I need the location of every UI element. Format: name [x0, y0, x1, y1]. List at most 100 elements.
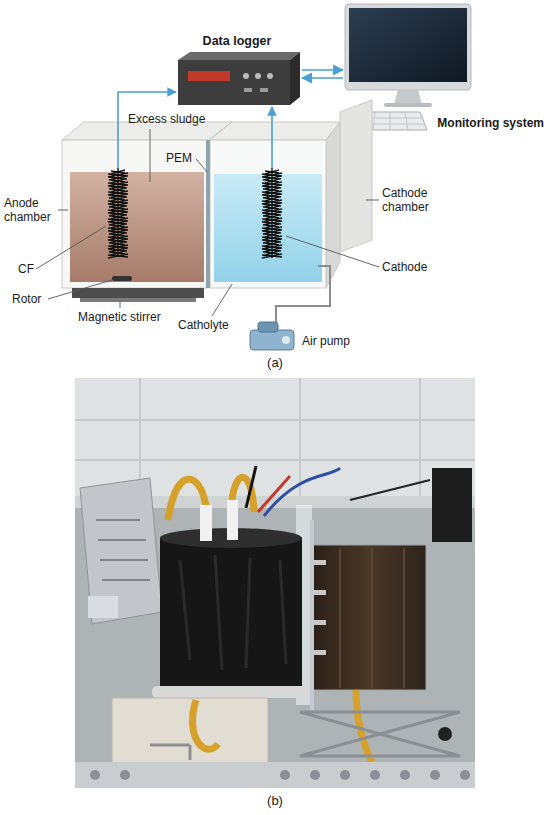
- part-label: Cathode chamber: [382, 186, 446, 214]
- carbon-brush: [108, 168, 128, 258]
- data-logger-device-part: [244, 88, 252, 92]
- apparatus-photo-part-part: [310, 770, 320, 780]
- monitor-drawing-part: [384, 103, 432, 107]
- apparatus-photo-part: [438, 727, 452, 741]
- anode-chamber-drawing-part: [62, 140, 208, 288]
- air-pump-drawing-part: [258, 322, 278, 332]
- apparatus-photo-part: [200, 505, 212, 541]
- apparatus-photo-part: [432, 468, 472, 542]
- part-label: Excess sludge: [128, 112, 205, 126]
- monitor-drawing-part: [349, 8, 467, 82]
- apparatus-photo-part-part: [340, 770, 350, 780]
- leader-lines-part: [58, 210, 68, 211]
- apparatus-photo-part: [312, 545, 426, 690]
- anode-chamber-drawing-part: [112, 276, 132, 281]
- data-link: [302, 70, 343, 78]
- apparatus-photo-part: [150, 745, 190, 760]
- device-label: Monitoring system: [437, 116, 544, 130]
- part-label: Rotor: [12, 292, 41, 306]
- cathode-chamber-drawing-part: [210, 140, 326, 288]
- apparatus-photo-part: [160, 538, 302, 688]
- apparatus-photo-part: [88, 596, 118, 618]
- panel-label: (b): [255, 794, 295, 808]
- anode-chamber-drawing: [62, 122, 232, 302]
- apparatus-photo-part-part: [120, 770, 130, 780]
- apparatus-photo-part: [314, 590, 326, 595]
- cathode-chamber-drawing-part: [206, 140, 210, 288]
- cathode-chamber-drawing-part: [210, 122, 340, 140]
- anode-chamber-drawing-part: [80, 298, 196, 302]
- apparatus-photo: [75, 378, 475, 788]
- apparatus-photo-part: [193, 700, 218, 749]
- apparatus-photo-part: [80, 478, 162, 624]
- part-label: Anode chamber: [4, 196, 58, 224]
- data-logger-device-part: [243, 73, 249, 79]
- part-label: Magnetic stirrer: [78, 310, 161, 324]
- link-line: [302, 77, 343, 79]
- apparatus-photo-part: [314, 650, 326, 655]
- anode-chamber-drawing-part: [70, 172, 204, 282]
- electrode-wires-part: [271, 107, 273, 168]
- apparatus-photo-part: [90, 770, 470, 780]
- apparatus-photo-part: [350, 480, 430, 500]
- apparatus-photo-part: [310, 520, 314, 710]
- air-pump-drawing-part: [250, 330, 294, 350]
- data-logger-device-part: [178, 52, 300, 60]
- cathode-chamber-drawing-part: [326, 122, 340, 288]
- apparatus-photo-part-part: [280, 770, 290, 780]
- apparatus-photo-part: [300, 712, 460, 756]
- device-label: Data logger: [172, 34, 302, 48]
- data-logger-device-part: [188, 71, 230, 81]
- apparatus-photo-part: [314, 560, 326, 565]
- leader-lines: [36, 129, 379, 316]
- apparatus-photo-part-part: [370, 770, 380, 780]
- leader-lines-part: [36, 226, 106, 269]
- part-label: Cathode: [382, 260, 427, 274]
- apparatus-photo-part: [75, 378, 475, 788]
- part-label: PEM: [166, 151, 192, 165]
- computer-node: Monitoring system: [343, 2, 546, 134]
- apparatus-photo-part: [180, 555, 286, 670]
- data-logger-device-part: [260, 88, 268, 92]
- apparatus-photo-part: [356, 690, 372, 762]
- carbon-brush-part: [262, 168, 282, 258]
- apparatus-photo-part: [314, 620, 326, 625]
- electrode-wires: [118, 92, 272, 168]
- panel-label: (a): [255, 356, 295, 370]
- part-label: CF: [18, 262, 34, 276]
- leader-lines-part: [212, 284, 232, 316]
- cathode-chamber-drawing-part: [340, 100, 372, 252]
- monitor-drawing-part: [345, 4, 471, 90]
- anode-chamber-drawing-part: [72, 288, 204, 298]
- data-logger-device: [178, 52, 300, 105]
- part-label: Air pump: [302, 334, 350, 348]
- apparatus-photo-part: [246, 466, 256, 508]
- apparatus-photo-part-part: [460, 770, 470, 780]
- carbon-brush: [262, 168, 282, 258]
- leader-lines-part: [120, 301, 121, 308]
- leader-lines-part: [48, 280, 112, 299]
- part-label: Catholyte: [178, 318, 229, 332]
- leader-lines-part: [150, 129, 151, 182]
- data-logger-device-part: [255, 73, 261, 79]
- apparatus-photo-part-part: [90, 770, 100, 780]
- apparatus-photo-part: [340, 548, 404, 688]
- monitor-drawing-part: [394, 90, 422, 104]
- apparatus-photo-part: [152, 686, 308, 698]
- apparatus-photo-part: [75, 762, 475, 788]
- data-logger-device-part: [290, 52, 300, 105]
- data-logger-device-part: [178, 60, 290, 105]
- apparatus-photo-part-part: [400, 770, 410, 780]
- carbon-brush-part: [108, 168, 128, 258]
- apparatus-photo-part: [227, 500, 238, 540]
- device-node: Data logger: [172, 34, 302, 108]
- cathode-chamber-drawing: [206, 100, 372, 288]
- link-line: [302, 69, 343, 71]
- leader-lines-part: [286, 236, 379, 267]
- data-logger-device-part: [267, 73, 273, 79]
- apparatus-photo-part-part: [430, 770, 440, 780]
- air-pump-drawing-part: [276, 266, 330, 326]
- air-pump-drawing-part: [282, 336, 290, 344]
- leader-lines-part: [196, 159, 207, 172]
